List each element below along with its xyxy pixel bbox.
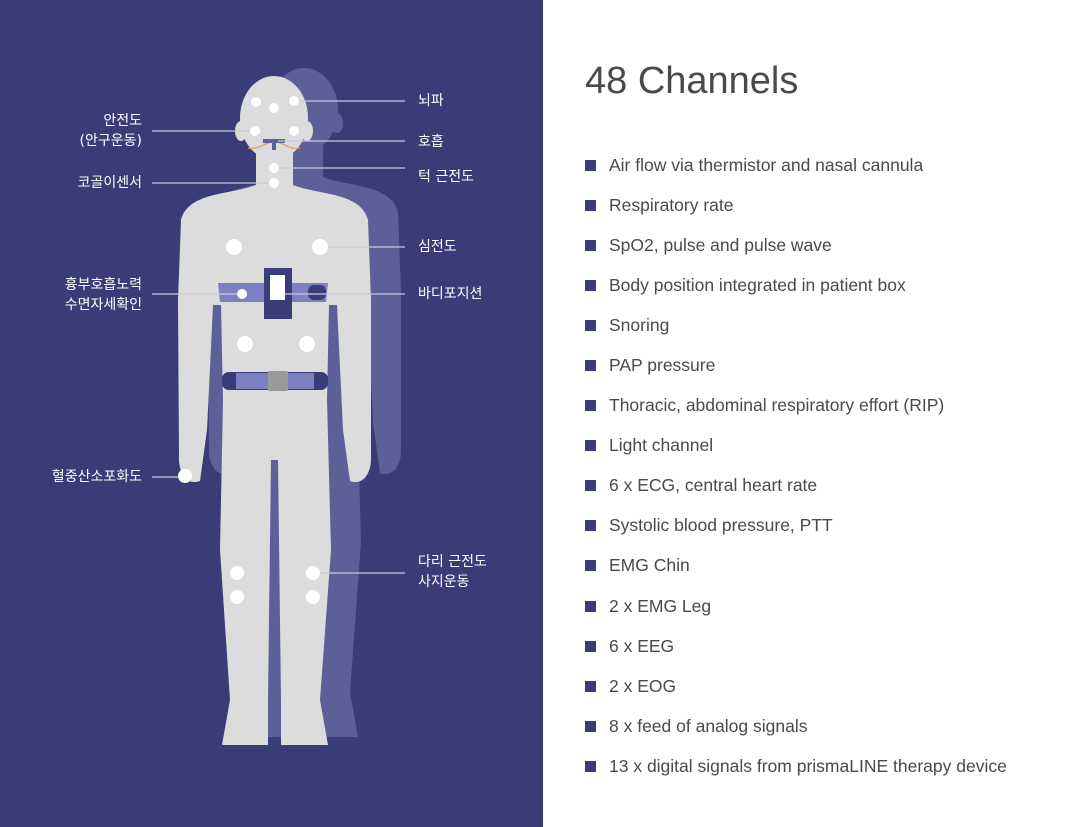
bullet-square-icon [585,319,596,331]
channel-item: SpO2, pulse and pulse wave [585,225,1007,265]
bullet-square-icon [585,400,596,412]
channel-item: 8 x feed of analog signals [585,706,1007,746]
channel-item-label: Body position integrated in patient box [609,274,906,295]
channel-item-label: Light channel [609,435,714,456]
channel-item-label: 6 x ECG, central heart rate [609,475,818,496]
channel-item-label: Air flow via thermistor and nasal cannul… [609,154,924,175]
bullet-square-icon [585,159,596,171]
channel-item: Light channel [585,426,1007,466]
label-spo2: 혈중산소포화도 [51,469,142,485]
channel-item-label: PAP pressure [609,355,716,376]
channel-item-label: Respiratory rate [609,194,734,215]
channels-list: Air flow via thermistor and nasal cannul… [585,145,1007,787]
label-eeg: 뇌파 [418,93,444,109]
label-respiration: 호흡 [418,134,444,150]
body-figure [152,68,405,745]
label-ecg: 심전도 [418,239,457,255]
bullet-square-icon [585,480,596,492]
channel-item-label: 2 x EMG Leg [609,595,712,616]
channel-item: EMG Chin [585,546,1007,586]
channel-item: 6 x EEG [585,626,1007,666]
bullet-square-icon [585,279,596,291]
channel-item: Systolic blood pressure, PTT [585,506,1007,546]
bullet-square-icon [585,440,596,452]
channel-item: Thoracic, abdominal respiratory effort (… [585,386,1007,426]
label-snore-sensor: 코골이센서 [77,175,142,191]
channel-item-label: 13 x digital signals from prismaLINE the… [609,755,1007,776]
channel-item-label: 8 x feed of analog signals [609,715,808,736]
channel-item-label: 2 x EOG [609,675,677,696]
bullet-square-icon [585,199,596,211]
channel-item: 13 x digital signals from prismaLINE the… [585,746,1007,786]
channel-item: 2 x EMG Leg [585,586,1007,626]
label-eog: 안전도(안구운동) [79,113,142,149]
channel-item: PAP pressure [585,345,1007,385]
bullet-square-icon [585,560,596,572]
channel-item: Air flow via thermistor and nasal cannul… [585,145,1007,185]
channel-item-label: Snoring [609,314,670,335]
bullet-square-icon [585,360,596,372]
leader-lines [152,100,405,574]
channel-item: 2 x EOG [585,666,1007,706]
channel-item: Snoring [585,305,1007,345]
channel-item-label: 6 x EEG [609,635,675,656]
channel-item: 6 x ECG, central heart rate [585,466,1007,506]
channel-item-label: EMG Chin [609,555,690,576]
belt-buckle [268,371,288,391]
sensor-dots [178,96,328,604]
channel-item-label: Systolic blood pressure, PTT [609,515,833,536]
channels-title: 48 Channels [585,60,799,102]
bullet-square-icon [585,640,596,652]
bullet-square-icon [585,600,596,612]
bullet-square-icon [585,760,596,772]
bullet-square-icon [585,720,596,732]
channel-item: Body position integrated in patient box [585,265,1007,305]
channel-item-label: SpO2, pulse and pulse wave [609,234,832,255]
bullet-square-icon [585,680,596,692]
bullet-square-icon [585,520,596,532]
label-chin-emg: 턱 근전도 [418,169,474,185]
bullet-square-icon [585,239,596,251]
channel-item: Respiratory rate [585,185,1007,225]
channel-item-label: Thoracic, abdominal respiratory effort (… [609,395,945,416]
label-body-position: 바디포지션 [418,286,483,302]
